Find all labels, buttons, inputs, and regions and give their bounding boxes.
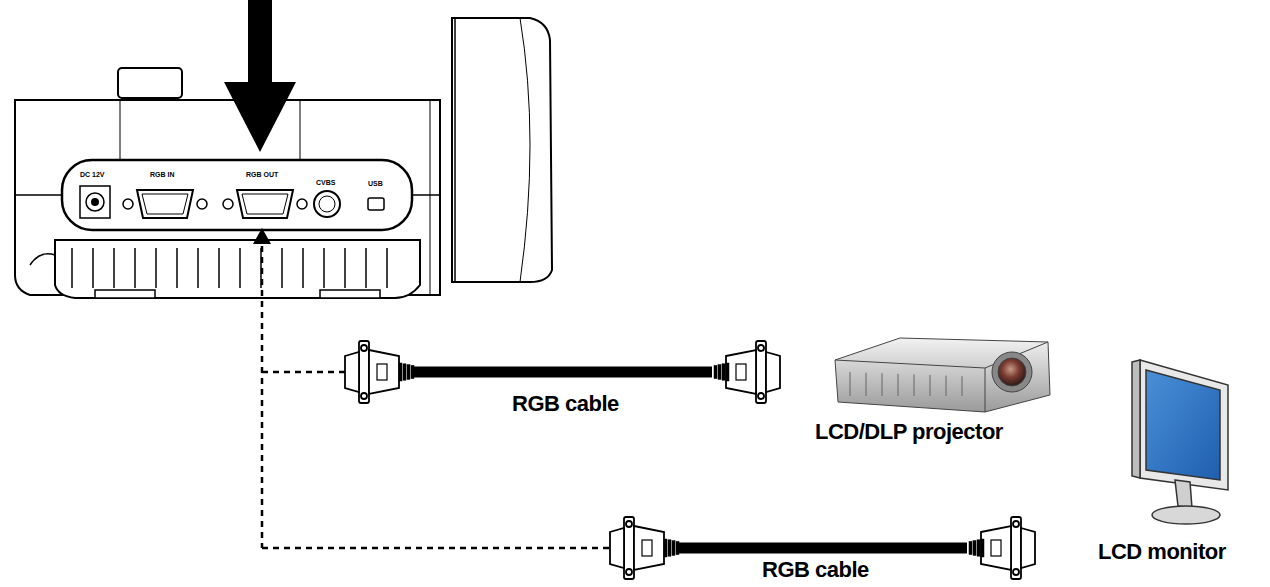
vent-slat <box>930 375 931 396</box>
pointer-arrow <box>253 228 271 244</box>
vent-slat <box>344 248 346 288</box>
vent-slat <box>850 372 851 396</box>
vent-slat <box>898 374 899 396</box>
vent-slat <box>365 248 367 288</box>
port-label: CVBS <box>316 179 335 187</box>
vent-slat <box>197 248 199 288</box>
vent-slat <box>92 248 94 288</box>
vent-slat <box>323 248 325 288</box>
port-label: DC 12V <box>80 171 105 179</box>
cable-label: RGB cable <box>762 558 869 582</box>
cable-label: RGB cable <box>512 392 619 416</box>
vent-slat <box>239 248 241 288</box>
vent-slat <box>281 248 283 288</box>
vent-slat <box>914 374 915 396</box>
port-label: RGB IN <box>150 171 175 179</box>
device-label: LCD monitor <box>1098 540 1226 564</box>
vent-slat <box>946 376 947 396</box>
port-label: RGB OUT <box>246 171 278 179</box>
vent-slat <box>962 376 963 396</box>
vent-slat <box>866 373 867 396</box>
pointer-arrow <box>224 0 296 152</box>
vent-slat <box>882 373 883 396</box>
vent-slat <box>155 248 157 288</box>
vent-slat <box>176 248 178 288</box>
vent-slat <box>302 248 304 288</box>
vga-plug <box>345 341 414 403</box>
vent-slat <box>113 248 115 288</box>
vga-plug <box>610 517 679 579</box>
device-label: LCD/DLP projector <box>815 420 1003 444</box>
monitor-picture <box>1132 360 1228 524</box>
document-camera <box>15 18 552 298</box>
vga-plug <box>714 341 780 403</box>
vent-slat <box>218 248 220 288</box>
vent-slat <box>386 248 388 288</box>
vent-slat <box>134 248 136 288</box>
projector-picture <box>835 338 1050 412</box>
port-label: USB <box>368 180 383 188</box>
vent-slat <box>71 248 73 288</box>
vga-plug <box>969 517 1035 579</box>
